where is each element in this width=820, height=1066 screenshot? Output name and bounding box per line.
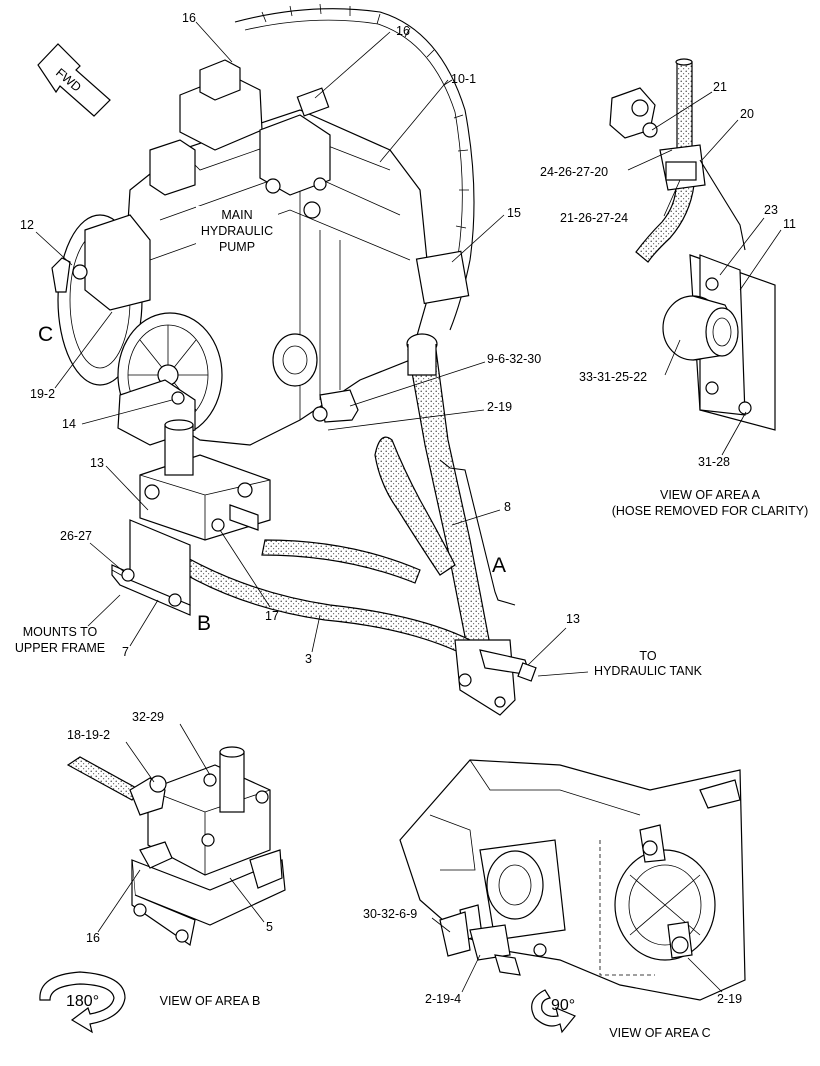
callout-11: 11 — [783, 217, 796, 231]
callout-17: 17 — [265, 609, 279, 623]
view-area-a-callouts: 21 20 24-26-27-20 21-26-27-24 23 11 33-3… — [540, 80, 808, 518]
main-assembly-drawing — [51, 3, 537, 716]
view-area-b-drawing — [66, 746, 286, 947]
callout-9-6-32-30: 9-6-32-30 — [487, 352, 541, 366]
mounts-note-line-1: MOUNTS TO — [23, 625, 98, 639]
callout-21: 21 — [713, 80, 727, 94]
fwd-arrow: FWD — [37, 43, 111, 117]
view-c-title: VIEW OF AREA C — [609, 1026, 710, 1040]
callout-14: 14 — [62, 417, 76, 431]
callout-20: 20 — [740, 107, 754, 121]
tank-note-line-2: HYDRAULIC TANK — [594, 664, 703, 678]
callout-21-26-27-24: 21-26-27-24 — [560, 211, 628, 225]
rotate-180-label: 180° — [66, 993, 99, 1010]
callout-18-19-2: 18-19-2 — [67, 728, 110, 742]
callout-3: 3 — [305, 652, 312, 666]
callout-26-27: 26-27 — [60, 529, 92, 543]
pump-label: MAIN HYDRAULIC PUMP — [196, 206, 278, 256]
callout-12: 12 — [20, 218, 34, 232]
callout-7: 7 — [122, 645, 129, 659]
callout-24-26-27-20: 24-26-27-20 — [540, 165, 608, 179]
callout-13-right: 13 — [566, 612, 580, 626]
view-area-b-callouts: 32-29 18-19-2 16 5 — [67, 710, 273, 945]
rotate-180-symbol: 180° — [39, 971, 126, 1034]
callout-2-19: 2-19 — [487, 400, 512, 414]
callout-19-2: 19-2 — [30, 387, 55, 401]
view-area-c-callouts: 30-32-6-9 2-19-4 2-19 — [363, 907, 742, 1006]
callout-16-view-b: 16 — [86, 931, 100, 945]
area-letter-a: A — [492, 554, 506, 577]
rotate-90-label: 90° — [551, 997, 575, 1014]
callout-5: 5 — [266, 920, 273, 934]
pump-label-line-2: HYDRAULIC — [201, 224, 273, 238]
callout-8: 8 — [504, 500, 511, 514]
callout-33-31-25-22: 33-31-25-22 — [579, 370, 647, 384]
mounts-note-line-2: UPPER FRAME — [15, 641, 105, 655]
view-area-c-drawing — [399, 759, 746, 1001]
callout-16-top-left: 16 — [182, 11, 196, 25]
callout-23: 23 — [764, 203, 778, 217]
view-a-subtitle: (HOSE REMOVED FOR CLARITY) — [612, 504, 809, 518]
pump-label-line-3: PUMP — [219, 240, 255, 254]
area-letter-c: C — [38, 323, 53, 346]
callout-31-28: 31-28 — [698, 455, 730, 469]
callout-15: 15 — [507, 206, 521, 220]
view-a-title: VIEW OF AREA A — [660, 488, 761, 502]
callout-13-left: 13 — [90, 456, 104, 470]
callout-32-29: 32-29 — [132, 710, 164, 724]
callout-16-top-right: 16 — [396, 24, 410, 38]
tank-note-line-1: TO — [639, 649, 656, 663]
callout-30-32-6-9: 30-32-6-9 — [363, 907, 417, 921]
rotate-90-symbol: 90° — [531, 989, 576, 1034]
main-callouts: 16 16 10-1 12 15 19-2 9-6-32-30 14 2-19 … — [20, 11, 580, 666]
view-area-a-drawing — [609, 58, 776, 431]
callout-2-19-4: 2-19-4 — [425, 992, 461, 1006]
area-letter-b: B — [197, 612, 211, 635]
callout-10-1: 10-1 — [451, 72, 476, 86]
view-b-title: VIEW OF AREA B — [160, 994, 261, 1008]
callout-2-19-view-c: 2-19 — [717, 992, 742, 1006]
pump-label-line-1: MAIN — [221, 208, 252, 222]
